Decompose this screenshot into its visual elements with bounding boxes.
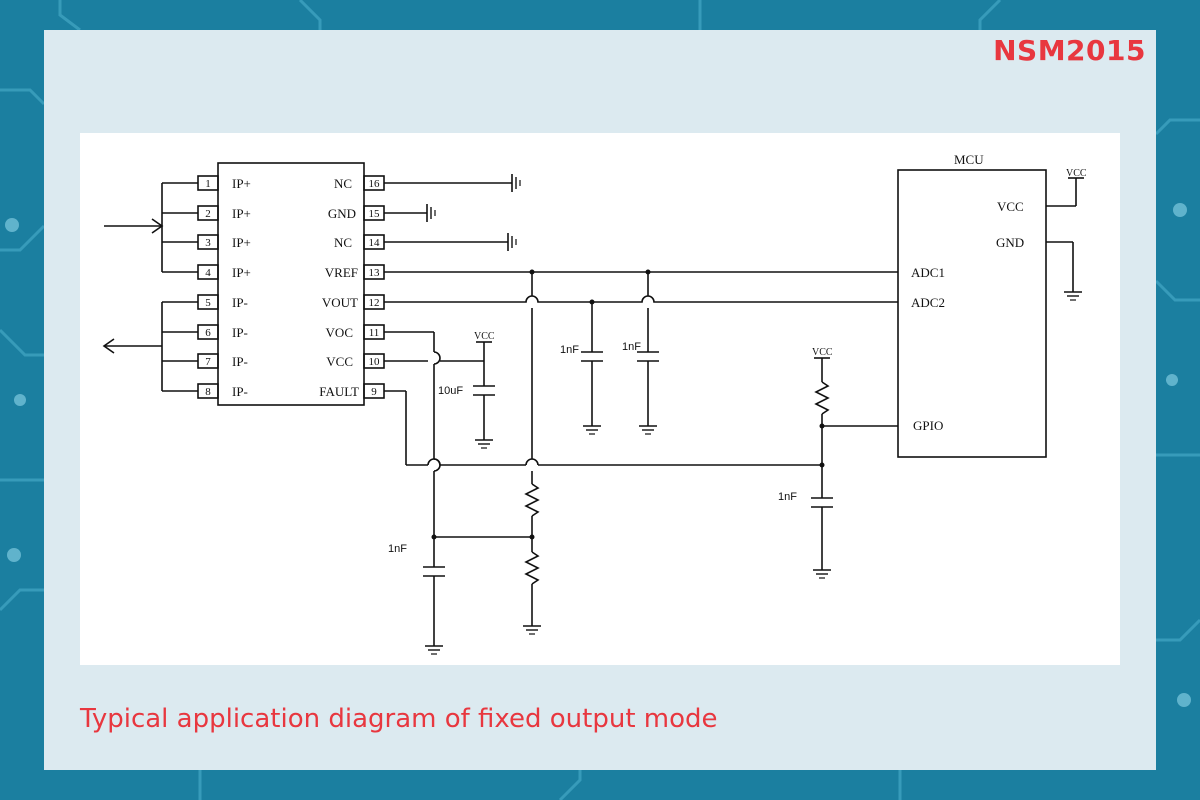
ground-icon [522, 625, 542, 635]
decoupling-supply-label: VCC [474, 331, 495, 342]
part-number-label: NSM2015 [993, 34, 1146, 67]
pin-name: VREF [325, 265, 358, 280]
pin-name: NC [334, 235, 352, 250]
pin-name: VOUT [322, 295, 358, 310]
pin-name: IP+ [232, 176, 251, 191]
ground-icon [424, 645, 444, 655]
pin-number: 5 [205, 297, 211, 309]
ground-icon [426, 203, 436, 223]
pin-name: IP- [232, 295, 248, 310]
ground-icon [582, 425, 602, 435]
pin-name: IP+ [232, 235, 251, 250]
ground-icon [812, 569, 832, 579]
pin-number: 13 [369, 267, 381, 279]
decoupling-cap-value: 10uF [438, 385, 463, 397]
ip-plus-bus [104, 182, 198, 273]
mcu-vcc-pin: VCC [997, 199, 1024, 214]
pin-number: 9 [371, 386, 377, 398]
mcu-adc1-pin: ADC1 [911, 265, 945, 280]
mcu-gpio-pin: GPIO [913, 418, 943, 433]
pin-name: GND [328, 206, 356, 221]
ip-minus-bus [102, 301, 198, 392]
pin-name: IP- [232, 325, 248, 340]
voc-cap-value: 1nF [388, 543, 407, 555]
diagram-caption: Typical application diagram of fixed out… [80, 704, 718, 734]
mcu-title: MCU [954, 152, 984, 167]
pin-name: FAULT [319, 384, 359, 399]
pin-number: 11 [369, 327, 380, 339]
pin-number: 1 [205, 178, 211, 190]
vout-cap-value: 1nF [622, 341, 641, 353]
mcu-adc2-pin: ADC2 [911, 295, 945, 310]
ground-icon [1063, 291, 1083, 301]
content-card: NSM2015 Typical application diagram of f… [44, 30, 1156, 770]
pin-name: NC [334, 176, 352, 191]
mcu-supply-label: VCC [1066, 168, 1087, 179]
pin-number: 4 [205, 267, 211, 279]
ground-icon [474, 439, 494, 449]
vref-cap-value: 1nF [560, 344, 579, 356]
pin-number: 6 [205, 327, 211, 339]
pin-name: VCC [326, 354, 353, 369]
pin-number: 12 [369, 297, 380, 309]
pin-name: IP+ [232, 206, 251, 221]
pin-name: IP- [232, 384, 248, 399]
pin-number: 2 [205, 208, 211, 220]
pin-number: 10 [369, 356, 381, 368]
ground-icon [507, 232, 517, 252]
pin-number: 8 [205, 386, 211, 398]
schematic-panel [80, 133, 1120, 665]
junction-dots [431, 269, 825, 540]
pin-number: 7 [205, 356, 211, 368]
ground-icon [638, 425, 658, 435]
gpio-cap-value: 1nF [778, 491, 797, 503]
pin-number: 3 [205, 237, 211, 249]
pin-name: IP+ [232, 265, 251, 280]
pin-number: 16 [369, 178, 381, 190]
mcu-gnd-pin: GND [996, 235, 1024, 250]
vout-net [384, 295, 898, 303]
mcu-body [897, 169, 1047, 458]
pin-number: 14 [369, 237, 381, 249]
sensor-ic-body [217, 162, 365, 406]
pullup-supply-label: VCC [812, 347, 833, 358]
pin-name: VOC [326, 325, 353, 340]
pin-number: 15 [369, 208, 381, 220]
ground-icon [511, 173, 521, 193]
pin-name: IP- [232, 354, 248, 369]
